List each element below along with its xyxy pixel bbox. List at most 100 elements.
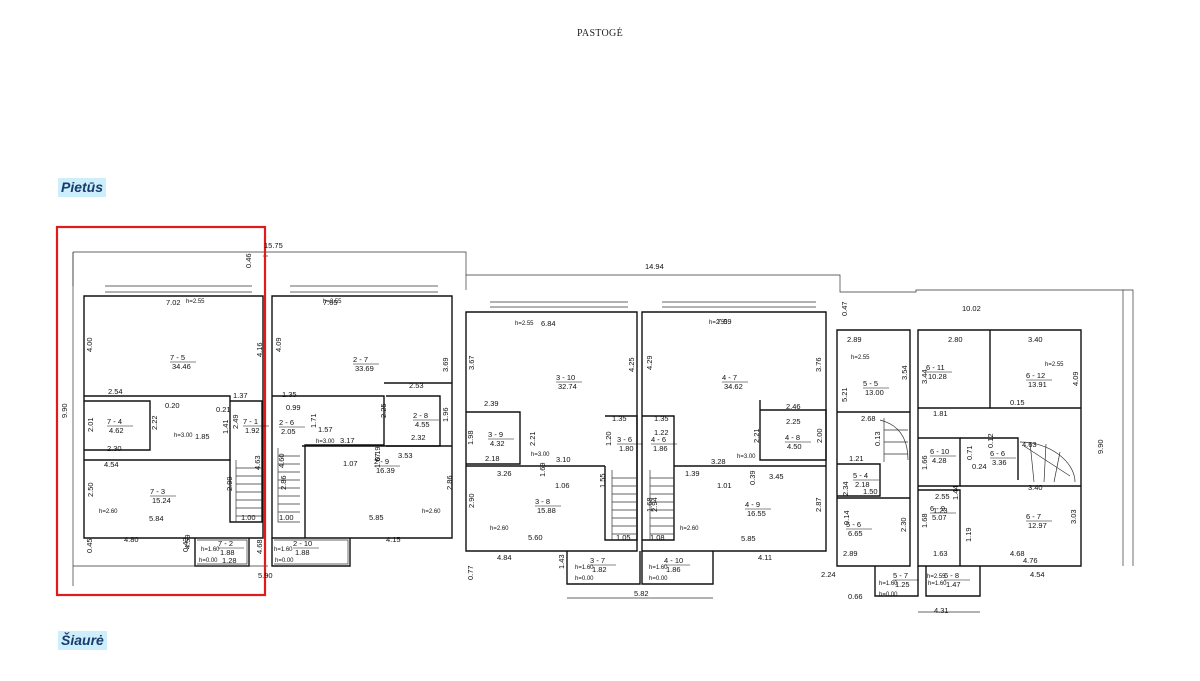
dimension-label: 5.82 bbox=[634, 589, 649, 598]
room-area-label: 1.92 bbox=[245, 426, 260, 435]
dimension-label: 3.28 bbox=[711, 457, 726, 466]
height-label: h=2.55 bbox=[851, 355, 870, 361]
dimension-label: 2.34 bbox=[841, 481, 850, 496]
dimension-label: 2.39 bbox=[484, 399, 499, 408]
height-label: h=1.60 bbox=[575, 565, 594, 571]
dimension-label: 1.81 bbox=[933, 409, 948, 418]
dimension-label: 4.84 bbox=[497, 553, 512, 562]
room-area-label: 2.05 bbox=[281, 427, 296, 436]
dimension-label: 0.39 bbox=[748, 470, 757, 485]
height-label: h=2.55 bbox=[186, 299, 205, 305]
room-area-label: 32.74 bbox=[558, 382, 577, 391]
room-id-label: 6 - 11 bbox=[926, 363, 945, 372]
dimension-label: 1.07 bbox=[343, 459, 358, 468]
selected-unit-frame[interactable] bbox=[55, 225, 267, 597]
dimension-label: 4.59 bbox=[183, 534, 192, 549]
room-id-label: 5 - 4 bbox=[853, 471, 868, 480]
room-id-label: 3 - 10 bbox=[556, 373, 575, 382]
room-id-label: 4 - 8 bbox=[785, 433, 800, 442]
dimension-label: 1.00 bbox=[279, 513, 294, 522]
dimension-label: 1.68 bbox=[645, 497, 654, 512]
dimension-label: 2.99 bbox=[225, 476, 234, 491]
dimension-label: 1.50 bbox=[863, 487, 878, 496]
room-id-label: 2 - 6 bbox=[279, 418, 294, 427]
dimension-label: 4.63 bbox=[1022, 440, 1037, 449]
dimension-label: 4.11 bbox=[758, 553, 772, 562]
dimension-label: 2.54 bbox=[108, 387, 123, 396]
room-id-label: 2 - 10 bbox=[293, 539, 312, 548]
height-label: h=1.60 bbox=[928, 581, 947, 587]
height-label: h=2.55 bbox=[323, 299, 342, 305]
unit-6 bbox=[917, 329, 1082, 597]
dimension-label: 15.75 bbox=[264, 241, 283, 250]
room-area-label: 15.88 bbox=[537, 506, 556, 515]
room-id-label: 7 - 5 bbox=[170, 353, 185, 362]
dimension-label: 3.76 bbox=[814, 357, 823, 372]
dimension-label: 2.30 bbox=[107, 444, 122, 453]
dimension-label: 2.89 bbox=[843, 549, 858, 558]
height-label: h=0.00 bbox=[575, 576, 594, 582]
room-area-label: 1.86 bbox=[666, 565, 681, 574]
dimension-label: 1.68 bbox=[920, 513, 929, 528]
dimension-label: 2.55 bbox=[935, 492, 950, 501]
dimension-label: 3.69 bbox=[441, 357, 450, 372]
dimension-label: 2.22 bbox=[150, 415, 159, 430]
room-id-label: 6 - 10 bbox=[930, 447, 949, 456]
dimension-label: 1.66 bbox=[920, 455, 929, 470]
dimension-label: 0.47 bbox=[840, 301, 849, 316]
dimension-label: 0.77 bbox=[466, 565, 475, 580]
room-area-label: 13.00 bbox=[865, 388, 884, 397]
room-id-label: 2 - 7 bbox=[353, 355, 368, 364]
room-area-label: 2.18 bbox=[855, 480, 870, 489]
room-area-label: 13.91 bbox=[1028, 380, 1047, 389]
room-area-label: 1.25 bbox=[895, 580, 910, 589]
dimension-label: 5.85 bbox=[369, 513, 384, 522]
room-area-label: 10.28 bbox=[928, 372, 947, 381]
height-label: h=2.55 bbox=[927, 574, 946, 580]
height-label: h=0.00 bbox=[199, 558, 218, 564]
dimension-label: 1.71 bbox=[309, 413, 318, 428]
height-label: h=2.55 bbox=[709, 320, 728, 326]
south-label: Pietūs bbox=[58, 178, 107, 197]
room-area-label: 4.32 bbox=[490, 439, 505, 448]
dimension-label: 1.23 bbox=[933, 506, 948, 515]
dimension-label: 1.00 bbox=[241, 513, 256, 522]
dimension-label: 0.14 bbox=[842, 510, 851, 525]
dimension-label: 2.89 bbox=[847, 335, 862, 344]
dimension-label: 2.90 bbox=[467, 493, 476, 508]
dimension-label: 1.85 bbox=[195, 432, 210, 441]
height-label: h=2.55 bbox=[515, 321, 534, 327]
dimension-label: 4.31 bbox=[934, 606, 949, 615]
dimension-label: 4.68 bbox=[255, 539, 264, 554]
unit-2 bbox=[271, 285, 453, 567]
dimension-label: 2.94 bbox=[650, 497, 659, 512]
dimension-label: 2.87 bbox=[814, 497, 823, 512]
room-area-label: 6.65 bbox=[848, 529, 863, 538]
dimension-label: 1.43 bbox=[557, 554, 566, 569]
dimension-label: 0.21 bbox=[216, 405, 231, 414]
height-label: h=0.00 bbox=[879, 592, 898, 598]
dimension-label: 1.98 bbox=[466, 430, 475, 445]
room-id-label: 5 - 6 bbox=[846, 520, 861, 529]
room-id-label: 7 - 2 bbox=[218, 539, 233, 548]
room-area-label: 4.62 bbox=[109, 426, 124, 435]
dimension-label: 1.01 bbox=[717, 481, 732, 490]
height-label: h=3.00 bbox=[531, 452, 550, 458]
height-label: h=2.55 bbox=[1045, 362, 1064, 368]
dimension-label: 3.67 bbox=[467, 355, 476, 370]
room-id-label: 2 - 8 bbox=[413, 411, 428, 420]
dimension-label: 2.50 bbox=[86, 482, 95, 497]
dimension-label: 2.00 bbox=[815, 428, 824, 443]
dimension-label: 1.28 bbox=[222, 556, 237, 565]
room-area-label: 4.50 bbox=[787, 442, 802, 451]
building-outline bbox=[72, 251, 1134, 566]
dimension-label: 1.69 bbox=[538, 462, 547, 477]
dimension-label: 1.44 bbox=[951, 485, 960, 500]
dimension-label: 2.25 bbox=[379, 403, 388, 418]
height-label: h=0.00 bbox=[275, 558, 294, 564]
dimension-label: 0.99 bbox=[286, 403, 301, 412]
dimension-label: 4.60 bbox=[277, 453, 286, 468]
dimension-label: 14.94 bbox=[645, 262, 664, 271]
page-title: PASTOGĖ bbox=[576, 28, 623, 39]
north-label: Šiaurė bbox=[58, 631, 107, 650]
